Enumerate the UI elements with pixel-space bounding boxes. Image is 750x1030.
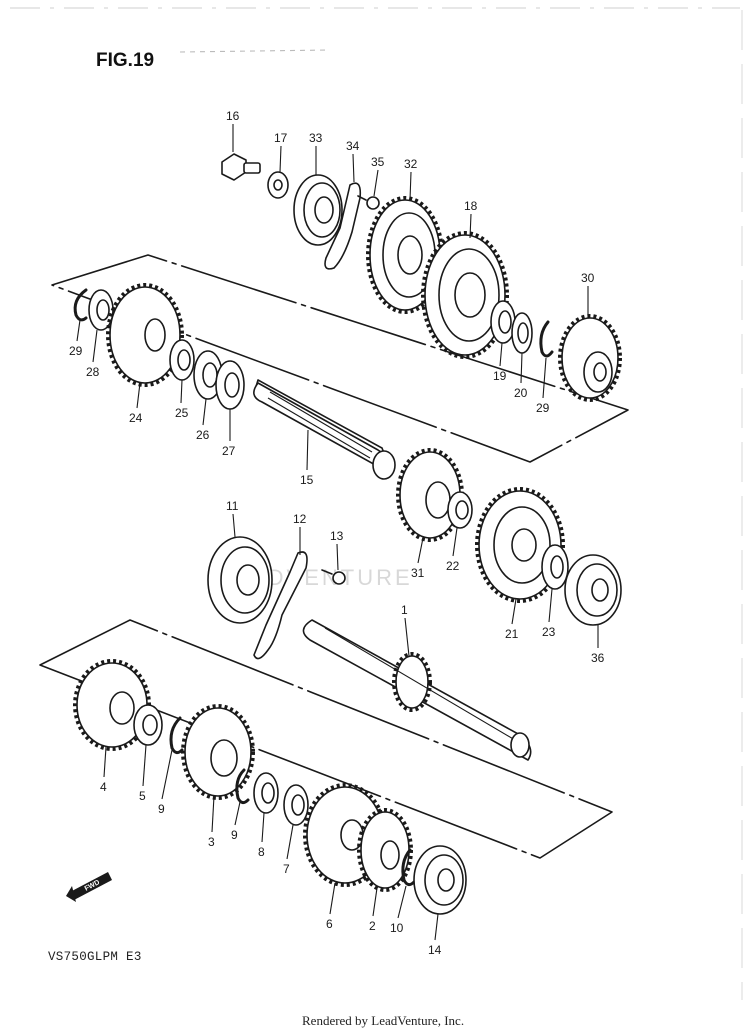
callout-2: 2 xyxy=(369,919,376,933)
callout-4: 4 xyxy=(100,780,107,794)
callout-21: 21 xyxy=(505,627,519,641)
callout-leaders xyxy=(76,124,599,941)
callout-1: 1 xyxy=(401,603,408,617)
callout-9-left: 9 xyxy=(158,802,165,816)
washer-20 xyxy=(511,312,533,354)
bearing-14 xyxy=(413,845,467,915)
callout-28: 28 xyxy=(86,365,100,379)
washer-17 xyxy=(267,171,289,199)
bearing-36 xyxy=(564,554,622,626)
callout-19: 19 xyxy=(493,369,507,383)
washer-27 xyxy=(215,360,245,410)
bolt-16 xyxy=(221,153,261,181)
callout-32: 32 xyxy=(404,157,418,171)
circlip-10 xyxy=(401,848,416,887)
callout-36: 36 xyxy=(591,651,605,665)
callout-35: 35 xyxy=(371,155,385,169)
figure-title: FIG.19 xyxy=(96,50,154,71)
model-code: VS750GLPM E3 xyxy=(48,950,142,964)
callout-10: 10 xyxy=(390,921,404,935)
circlip-29-left xyxy=(73,288,88,322)
callout-5: 5 xyxy=(139,789,146,803)
callout-25: 25 xyxy=(175,406,189,420)
callout-18: 18 xyxy=(464,199,478,213)
bushing-5 xyxy=(133,704,163,746)
bushing-22 xyxy=(447,491,473,529)
callout-3: 3 xyxy=(208,835,215,849)
callout-20: 20 xyxy=(514,386,528,400)
washer-23 xyxy=(541,544,569,590)
callout-11: 11 xyxy=(226,499,239,513)
bearing-11 xyxy=(207,536,273,624)
callout-26: 26 xyxy=(196,428,210,442)
callout-12: 12 xyxy=(293,512,307,526)
screw-13 xyxy=(321,569,346,585)
gear-2 xyxy=(357,808,413,892)
gear-21 xyxy=(475,487,565,603)
gear-3 xyxy=(181,704,255,800)
washer-8 xyxy=(253,772,279,814)
callout-17: 17 xyxy=(274,131,288,145)
callout-27: 27 xyxy=(222,444,236,458)
bushing-19 xyxy=(490,300,516,344)
callout-29-right: 29 xyxy=(536,401,550,415)
circlip-9-left xyxy=(169,716,184,755)
washer-28 xyxy=(88,289,114,331)
screw-35 xyxy=(357,195,380,210)
bushing-7 xyxy=(283,784,309,826)
callout-13: 13 xyxy=(330,529,344,543)
circlip-9-right xyxy=(235,768,250,805)
gear-30 xyxy=(558,314,622,402)
callout-labels: 16 17 33 34 35 32 18 30 29 28 24 25 26 2… xyxy=(69,109,605,957)
fwd-label: FWD xyxy=(84,879,101,893)
mainshaft-1 xyxy=(302,619,532,761)
callout-23: 23 xyxy=(542,625,556,639)
callout-6: 6 xyxy=(326,917,333,931)
gear-24 xyxy=(106,283,184,387)
callout-31: 31 xyxy=(411,566,425,580)
circlip-29-right xyxy=(539,320,554,358)
callout-29-left: 29 xyxy=(69,344,83,358)
fwd-arrow-icon: FWD xyxy=(66,872,112,902)
callout-8: 8 xyxy=(258,845,265,859)
render-credit: Rendered by LeadVenture, Inc. xyxy=(302,1013,464,1028)
callout-14: 14 xyxy=(428,943,442,957)
watermark-text: ADVENTURE xyxy=(250,565,413,590)
callout-33: 33 xyxy=(309,131,323,145)
lockwasher-26 xyxy=(193,350,223,400)
gear-18 xyxy=(421,231,509,359)
retainer-12 xyxy=(253,551,308,660)
callout-30: 30 xyxy=(581,271,595,285)
callout-9-right: 9 xyxy=(231,828,238,842)
callout-16: 16 xyxy=(226,109,240,123)
countershaft-15 xyxy=(253,379,396,480)
callout-15: 15 xyxy=(300,473,314,487)
callout-24: 24 xyxy=(129,411,143,425)
bushing-25 xyxy=(169,339,195,381)
callout-22: 22 xyxy=(446,559,460,573)
callout-34: 34 xyxy=(346,139,360,153)
bearing-33 xyxy=(293,174,343,246)
callout-7: 7 xyxy=(283,862,290,876)
retainer-34 xyxy=(324,182,362,270)
